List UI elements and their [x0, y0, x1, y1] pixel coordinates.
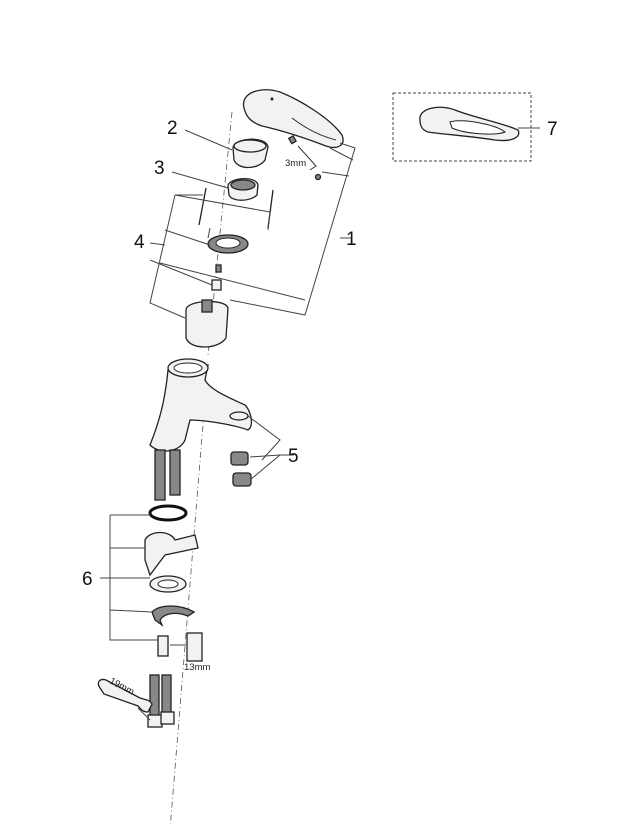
callout-1: 1 [346, 229, 357, 250]
faucet-body [149, 358, 253, 452]
cartridge-plate [207, 234, 249, 254]
retaining-nut [227, 178, 259, 201]
hex-key-icon [287, 135, 322, 181]
callout-3: 3 [154, 158, 165, 179]
leader-lines-1-4 [149, 142, 356, 319]
center-axis [170, 111, 233, 824]
cover-cap [232, 138, 269, 169]
inset-handle-variant [392, 92, 540, 162]
callout-2: 2 [167, 118, 178, 139]
dimension-3mm: 3mm [285, 158, 306, 169]
spindle-adapter [211, 279, 222, 291]
aerator-parts [229, 411, 294, 487]
mounting-parts [100, 504, 203, 662]
leader-lines-2-3 [149, 129, 352, 246]
callout-5: 5 [288, 446, 299, 467]
handle-lever [243, 89, 344, 149]
callout-4: 4 [134, 232, 145, 253]
dimension-13mm: 13mm [184, 662, 210, 673]
callout-7: 7 [547, 119, 558, 140]
small-nut [215, 264, 222, 273]
callout-6: 6 [82, 569, 93, 590]
wrench-icon [97, 678, 153, 721]
cartridge [185, 299, 229, 348]
supply-hoses [147, 449, 181, 728]
